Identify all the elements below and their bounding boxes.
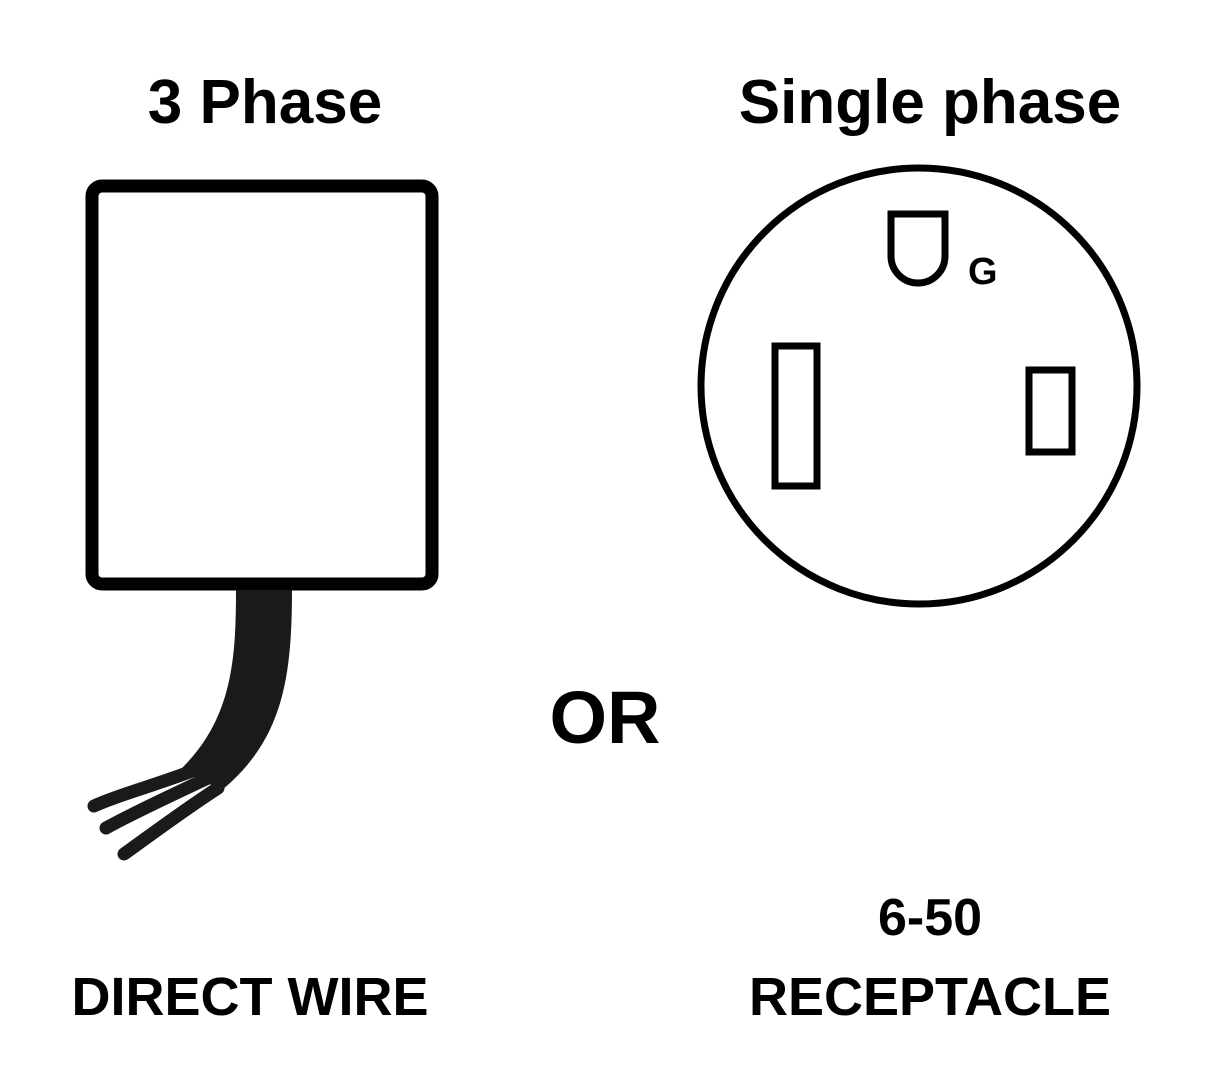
receptacle-caption: RECEPTACLE: [748, 967, 1112, 1027]
receptacle-icon: [697, 164, 1141, 608]
three-phase-title: 3 Phase: [147, 68, 383, 137]
or-label: OR: [549, 676, 661, 759]
direct-wire-box-icon: [85, 179, 439, 591]
right-slot-icon: [1025, 366, 1076, 456]
cable-icon: [87, 590, 292, 861]
direct-wire-caption: DIRECT WIRE: [71, 967, 429, 1027]
receptacle-code: 6-50: [877, 889, 983, 947]
left-slot-icon: [771, 342, 821, 490]
ground-slot-icon: [887, 210, 949, 287]
single-phase-title: Single phase: [738, 68, 1122, 137]
ground-letter: G: [968, 251, 998, 293]
